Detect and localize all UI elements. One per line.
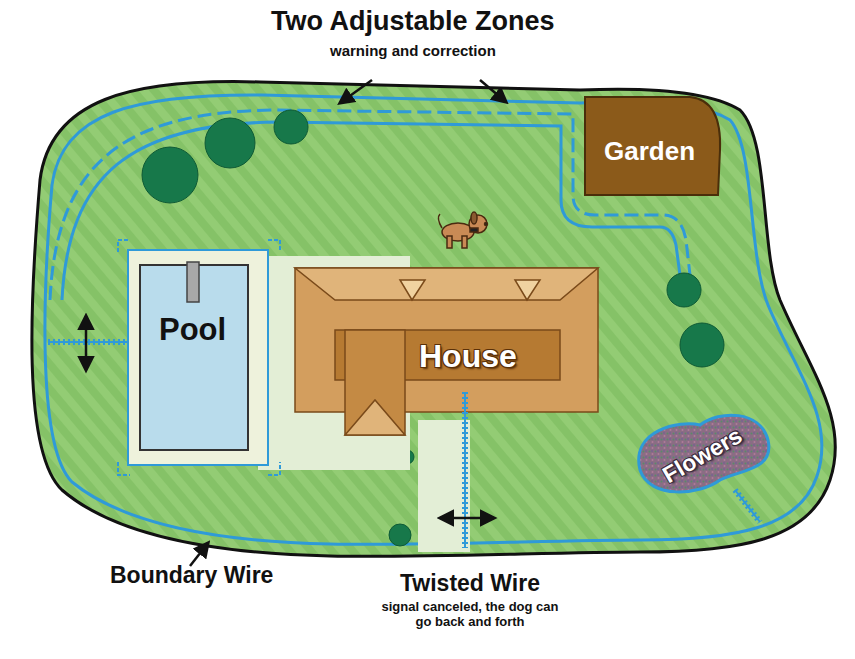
twisted-wire — [48, 342, 760, 548]
callout-title: Boundary Wire — [110, 562, 273, 588]
pool-deck — [128, 250, 268, 465]
pool-wire-corners — [118, 240, 280, 475]
house-label-box: House — [415, 336, 521, 377]
house-roof — [295, 268, 598, 435]
callout-note: signal canceled, the dog can go back and… — [375, 600, 565, 630]
area-name: Garden — [604, 136, 695, 167]
callout-title: Twisted Wire — [400, 570, 540, 596]
leader-arrow — [480, 80, 506, 102]
pool-ladder — [187, 262, 199, 302]
flower-bed — [639, 415, 769, 492]
leader-arrow — [340, 80, 372, 103]
garden-bed — [585, 97, 720, 195]
callout-subtitle: warning and correction — [330, 42, 496, 59]
move-arrow — [85, 316, 88, 370]
callout-title: Two Adjustable Zones — [271, 6, 555, 37]
area-name: Pool — [159, 312, 226, 348]
dog — [438, 212, 487, 248]
garden-label-box: Garden — [600, 134, 699, 169]
move-arrow — [440, 517, 494, 520]
yard — [32, 82, 836, 557]
area-name: House — [419, 338, 517, 375]
pool-label-box: Pool — [155, 310, 230, 350]
